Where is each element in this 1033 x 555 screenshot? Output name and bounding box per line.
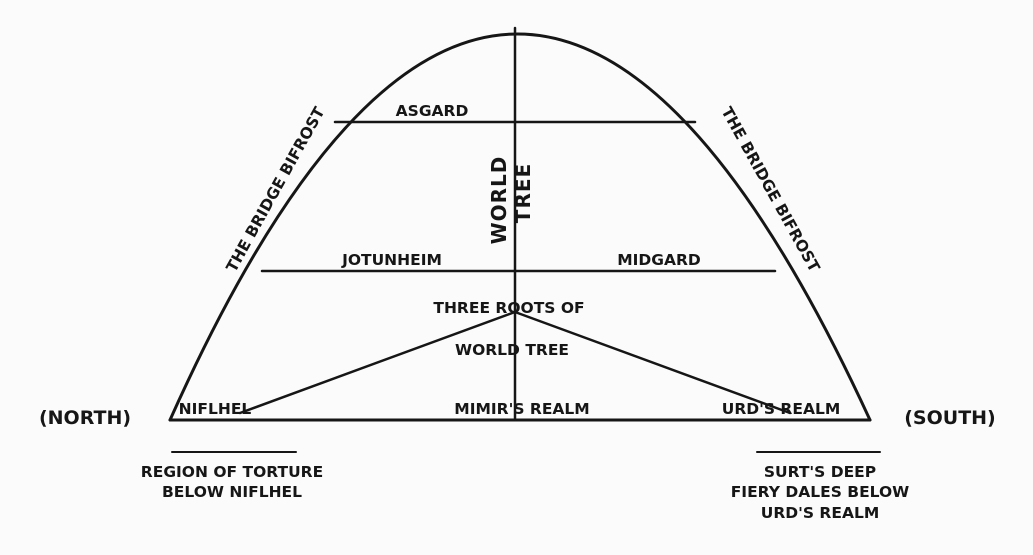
world-tree-roots-label: WORLD TREE [455,341,569,359]
niflhel-label: NIFLHEL [179,400,252,418]
south-label: (SOUTH) [904,407,996,429]
world-tree-label-world: WORLD [487,156,511,245]
bifrost-arch [168,32,872,422]
midgard-label: MIDGARD [617,251,701,269]
mimir-realm-label: MIMIR'S REALM [454,400,589,418]
asgard-label: ASGARD [396,102,469,120]
surt-label-2: FIERY DALES BELOW [731,483,910,501]
jotunheim-label: JOTUNHEIM [341,251,442,269]
surt-label-1: SURT'S DEEP [764,463,876,481]
bifrost-right-label: THE BRIDGE BIFROST [718,104,824,275]
urd-realm-label: URD'S REALM [722,400,841,418]
surt-label-3: URD'S REALM [761,504,880,522]
bifrost-left-label: THE BRIDGE BIFROST [223,104,329,275]
north-label: (NORTH) [39,407,131,429]
root-to-niflhel [238,310,517,415]
root-to-urd [513,310,792,415]
torture-label-1: REGION OF TORTURE [141,463,323,481]
torture-label-2: BELOW NIFLHEL [162,483,302,501]
three-roots-label: THREE ROOTS OF [433,299,584,317]
world-tree-label-tree: TREE [511,163,535,223]
